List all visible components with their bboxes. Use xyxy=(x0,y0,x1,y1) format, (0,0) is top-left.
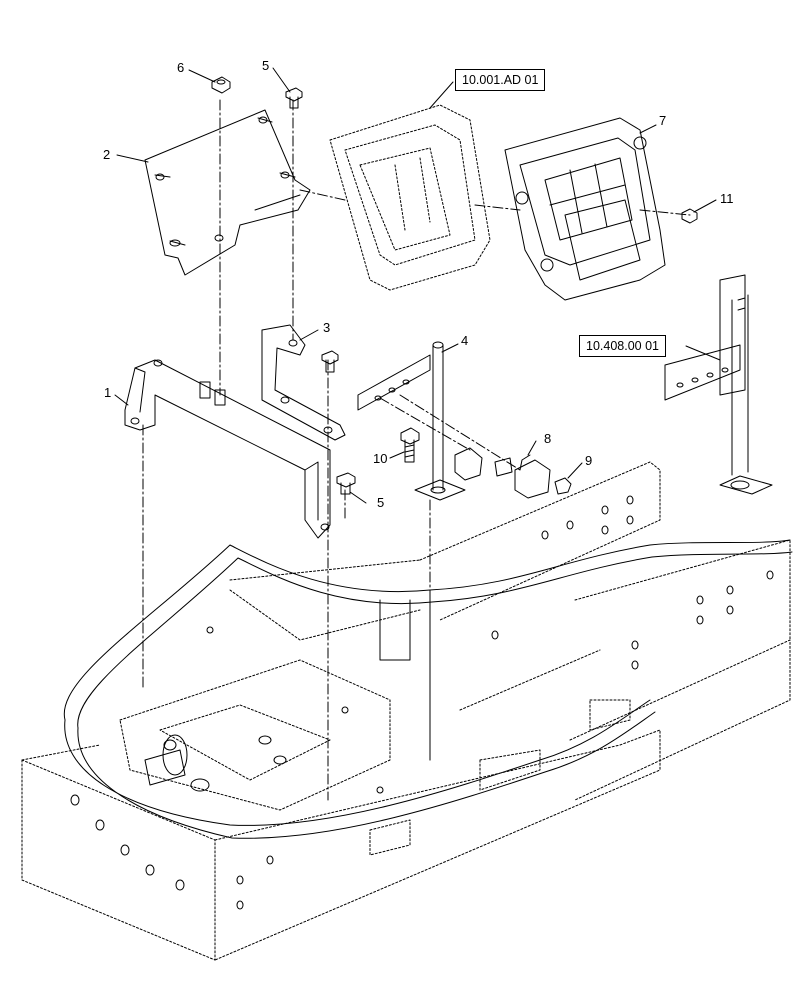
stand-assembly xyxy=(664,274,773,495)
mounting-plate xyxy=(144,109,311,276)
ecu-module xyxy=(329,104,491,291)
bracket-small xyxy=(261,324,346,441)
alignment-lines xyxy=(142,99,691,801)
frame-chassis xyxy=(21,461,791,961)
callout-1[interactable]: 1 xyxy=(104,385,112,400)
callout-4[interactable]: 4 xyxy=(461,333,469,348)
callout-2[interactable]: 2 xyxy=(103,147,111,162)
relay-connector xyxy=(454,447,551,499)
frame-holes xyxy=(70,495,774,910)
main-bracket xyxy=(124,359,331,539)
stand-bracket xyxy=(357,341,466,501)
callout-3[interactable]: 3 xyxy=(323,320,331,335)
callout-10[interactable]: 10 xyxy=(373,451,388,466)
callout-5-top[interactable]: 5 xyxy=(262,58,270,73)
reference-ecu[interactable]: 10.001.AD 01 xyxy=(455,69,546,91)
callout-11[interactable]: 11 xyxy=(720,191,734,206)
ecu-cover xyxy=(504,117,666,301)
callout-9[interactable]: 9 xyxy=(585,453,593,468)
frame-boss xyxy=(144,734,188,786)
callout-6[interactable]: 6 xyxy=(177,60,185,75)
reference-stand[interactable]: 10.408.00 01 xyxy=(579,335,666,357)
callout-5-bottom[interactable]: 5 xyxy=(377,495,385,510)
callout-8[interactable]: 8 xyxy=(544,431,552,446)
callout-7[interactable]: 7 xyxy=(659,113,667,128)
fasteners xyxy=(211,76,698,495)
leader-lines xyxy=(114,67,721,504)
